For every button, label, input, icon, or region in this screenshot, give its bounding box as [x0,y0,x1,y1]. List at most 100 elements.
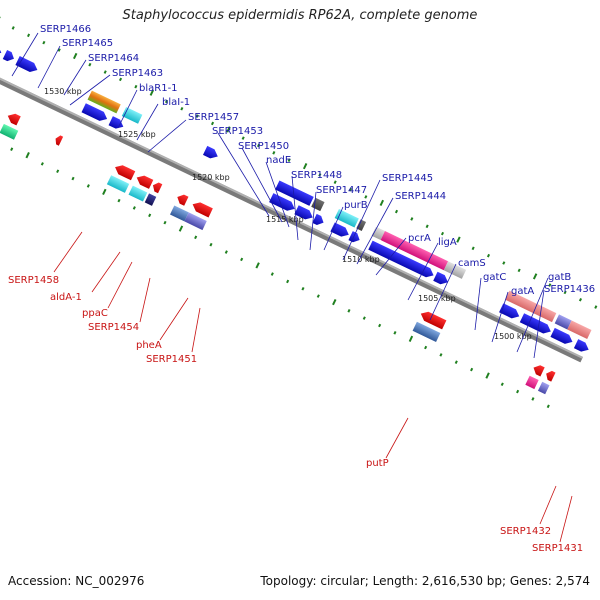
gene-feature [15,56,38,72]
gene-feature [573,339,589,352]
gene-label: ligA [438,237,457,248]
gene-feature [81,103,108,121]
gene-feature [152,182,163,194]
gene-feature [368,240,434,278]
gene-feature [567,320,592,339]
scale-tick [362,316,366,320]
gene-feature [546,370,556,382]
scale-tick [240,257,244,262]
scale-tick [410,217,414,221]
scale-tick [226,126,231,133]
scale-tick [149,89,155,96]
gene-label: SERP1466 [40,24,91,35]
gene-feature [144,193,157,206]
scale-tick [178,225,184,232]
scale-tick [424,345,428,350]
scale-tick [88,62,92,67]
gene-feature [275,180,314,206]
scale-tick [485,372,490,379]
gene-label: SERP1457 [188,112,239,123]
gene-label: pheA [136,340,162,351]
scale-tick [532,273,538,280]
gene-label: blaI-1 [162,97,190,108]
reverse-gene-label-text: SERP1458 aldA-1 ppaC SERP1454 pheA SERP1… [8,275,583,554]
scale-tick [517,268,521,273]
scale-tick [454,360,458,364]
scale-tick [393,331,397,335]
scale-tick [347,309,351,313]
scale-tick [42,40,46,45]
gene-label: SERP1445 [382,173,433,184]
scale-tick [456,236,461,243]
scale-tick [332,298,337,306]
scale-tick [11,26,15,30]
gene-feature [55,135,64,146]
scale-tick [318,173,322,177]
scale-tick [348,187,353,192]
scale-tick [256,143,261,148]
scale-tick [379,199,385,207]
gene-label: putP [366,458,389,469]
gene-feature [525,375,539,390]
gene-label: SERP1465 [62,38,113,49]
scale-tick [425,224,429,229]
gene-label: SERP1444 [395,191,446,202]
topology-text: Topology: circular; Length: 2,616,530 bp… [260,574,590,588]
gene-label: SERP1447 [316,185,367,196]
gene-label: nadE [266,155,291,166]
scale-tick [548,283,552,287]
gene-label: aldA-1 [50,292,82,303]
scale-ticks [0,16,598,409]
scale-tick [0,16,1,23]
gene-label: SERP1448 [291,170,342,181]
scale-tick [440,231,445,236]
gene-label: SERP1451 [146,354,197,365]
gene-label: SERP1453 [212,126,263,137]
scale-tick [10,147,14,151]
gene-feature [519,313,551,334]
gene-label: blaR1-1 [139,83,178,94]
gene-feature [537,381,550,395]
gene-label: gatB [548,272,571,283]
gene-feature [505,290,557,323]
scale-tick [439,353,443,357]
scale-tick [287,158,291,162]
reverse-gene-labels [53,231,573,543]
scale-tick [134,84,138,89]
scale-tick [194,235,198,240]
scale-tick [210,121,215,126]
scale-tick [25,152,30,159]
gene-label: SERP1458 [8,275,59,286]
scale-labels: 1530 kbp 1525 kbp 1520 kbp 1515 kbp 1510… [44,87,532,341]
scale-tick [316,294,320,298]
scale-tick [500,382,504,387]
gene-feature [184,212,207,231]
gene-feature [2,49,14,62]
gene-feature [269,193,295,211]
scale-tick [241,136,245,140]
scale-tick [594,305,598,309]
scale-tick [546,404,550,409]
gene-label: SERP1432 [500,526,551,537]
scale-label: 1510 kbp [342,255,380,264]
forward-gene-labels [11,32,549,359]
scale-tick [72,52,78,60]
scale-tick [148,213,152,218]
gene-label: SERP1450 [238,141,289,152]
gene-feature [192,202,213,218]
scale-tick [578,297,583,302]
gene-feature [334,208,359,228]
scale-tick [302,163,308,170]
scale-tick [286,279,290,284]
gene-feature [371,226,385,241]
scale-tick [563,290,567,295]
gene-feature [202,145,218,159]
scale-label: 1530 kbp [44,87,82,96]
gene-feature [7,113,21,126]
gene-feature [312,213,324,226]
gene-feature [330,222,349,237]
scale-tick [531,397,535,401]
gene-feature [380,231,449,271]
scale-tick [364,195,368,199]
